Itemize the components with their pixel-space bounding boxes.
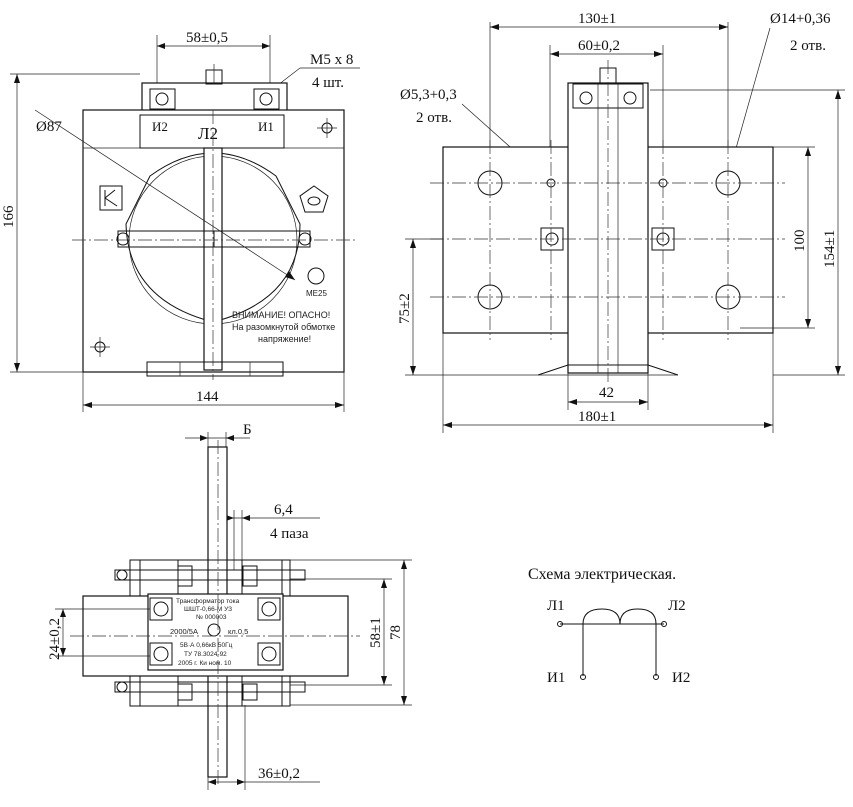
nameplate-standard: ТУ 78.3024-92 [184,651,227,658]
terminal-i1-label: И1 [258,119,274,134]
dim-height: 166 [1,205,17,228]
nameplate-ratio: 2000/5А [170,627,198,636]
primary-l2-label: Л2 [198,124,218,143]
front-view: 58±0,5 М5 х 8 4 шт. И2 И1 Л2 [1,30,360,412]
dim-slot-count: 4 паза [270,526,309,542]
hole-large-label: Ø14+0,36 [770,11,831,27]
dim-width: 144 [196,389,219,405]
crosshair-screw-icon [90,337,110,357]
terminal-i1-label-schematic: И1 [547,670,565,686]
screw-label: М5 х 8 [310,52,353,68]
crosshair-screw-icon [317,118,337,138]
dim-bar-width: 42 [599,385,614,401]
dim-height-total: 154±1 [822,230,838,268]
terminal-i2-label: И2 [152,119,168,134]
terminal-l1-label: Л1 [547,598,565,614]
terminal-i2-label-schematic: И2 [672,670,690,686]
cert-mark-label: МЕ25 [306,289,327,298]
dim-mount-spacing: 130±1 [578,11,616,27]
dim-base-to-center: 75±2 [397,293,413,324]
nameplate-line2: ШШТ-0,66-М УЗ [184,606,232,613]
hole-small-count: 2 отв. [416,110,452,126]
nameplate-line3: № 000003 [196,614,227,621]
dim-bar: 36±0,2 [258,766,300,782]
nameplate-rating: 5В·А 0,66кВ 50Гц [180,642,233,649]
top-view: Б 6,4 4 паза Трансф [47,422,412,790]
schematic-title: Схема электрическая. [528,566,676,583]
dim-hole-vertical: 100 [792,230,808,253]
nameplate-class: кл.0,5 [228,627,248,636]
dim-slot-spacing: 60±0,2 [578,38,620,54]
nameplate-line1: Трансформатор тока [176,598,240,605]
warning-line2: На разомкнутой обмотке [232,322,335,332]
warning-line3: напряжение! [258,334,311,344]
dim-depth-inner: 58±1 [368,617,384,648]
nameplate-date: 2005 г. Ки ном. 10 [178,660,232,667]
dim-diameter: Ø87 [36,119,62,135]
dim-b: Б [243,422,252,438]
hole-large-count: 2 отв. [790,38,826,54]
dim-total-width: 180±1 [578,409,616,425]
side-view: 130±1 60±0,2 Ø14+0,36 2 отв. Ø5,3+0,3 2 … [397,11,845,433]
dim-terminal-spacing: 58±0,5 [186,30,228,46]
hole-small-label: Ø5,3+0,3 [400,87,457,103]
screw-count: 4 шт. [312,75,344,91]
terminal-l2-label: Л2 [668,598,686,614]
dim-terminal-spacing-top: 24±0,2 [47,618,63,660]
warning-line1: ВНИМАНИЕ! ОПАСНО! [232,310,330,320]
dim-slot: 6,4 [274,502,293,518]
electrical-schematic: Схема электрическая. Л1 Л2 И1 И2 [528,566,690,686]
dim-depth-total: 78 [388,625,404,640]
